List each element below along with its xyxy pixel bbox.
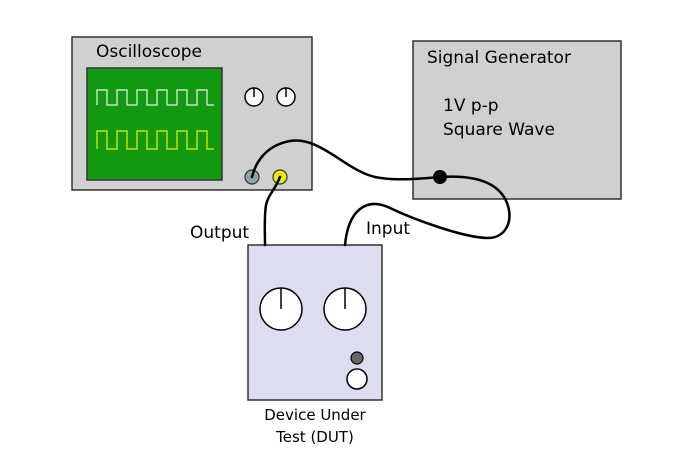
output-cable: [263, 175, 282, 247]
signal-generator-amplitude: 1V p-p: [443, 96, 499, 116]
device-under-test: Device Under Test (DUT): [247, 244, 383, 446]
output-label: Output: [190, 223, 249, 243]
knob-icon[interactable]: [244, 87, 264, 107]
signal-generator-waveform: Square Wave: [443, 120, 555, 140]
input-cable: [250, 139, 511, 247]
oscilloscope-screen: [86, 67, 223, 181]
trace-bottom: [96, 130, 214, 150]
knob-icon[interactable]: [259, 287, 303, 331]
input-label: Input: [366, 219, 410, 239]
oscilloscope-title: Oscilloscope: [96, 42, 202, 62]
signal-generator-title: Signal Generator: [427, 48, 571, 68]
knob-icon[interactable]: [276, 87, 296, 107]
button-icon[interactable]: [346, 368, 368, 390]
oscilloscope: Oscilloscope: [71, 36, 313, 191]
dut-caption-line1: Device Under: [264, 406, 366, 424]
knob-icon[interactable]: [323, 287, 367, 331]
indicator-led-icon: [350, 351, 364, 365]
signal-generator: Signal Generator 1V p-p Square Wave: [412, 40, 622, 200]
dut-caption-line2: Test (DUT): [275, 428, 354, 446]
trace-top: [96, 89, 214, 106]
signal-generator-body: [412, 40, 622, 200]
